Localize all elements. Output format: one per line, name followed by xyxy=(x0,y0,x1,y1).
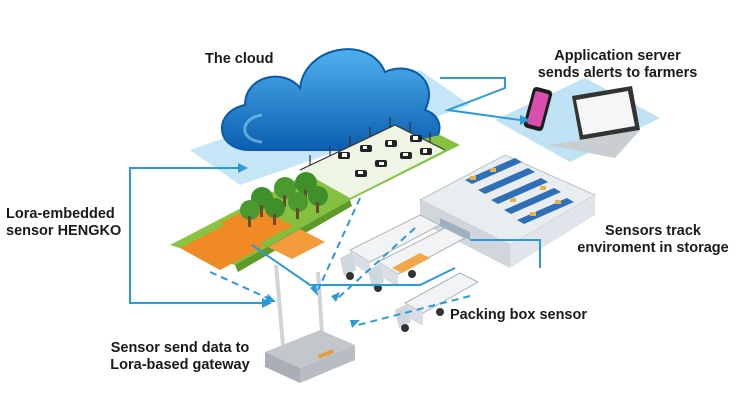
orchard-trees xyxy=(240,172,328,227)
pasture xyxy=(300,125,445,198)
connector-storage-to-gateway xyxy=(337,227,416,299)
smartphone-icon xyxy=(523,87,553,131)
packing-label: Packing box sensor xyxy=(450,307,587,323)
app-server-label-line1: Application server xyxy=(554,48,681,64)
laptop-icon xyxy=(548,86,640,158)
connector-storage-loop xyxy=(251,244,456,286)
lora-sensor-label-line2: sensor HENGKO xyxy=(6,223,122,239)
lora-sensor-label: Lora-embedded sensor HENGKO xyxy=(6,206,121,240)
storage-label-line1: Sensors track xyxy=(605,223,701,239)
connector-packing-to-gateway xyxy=(357,295,471,326)
gateway-label-line1: Sensor send data to xyxy=(110,340,250,356)
storage-label-line2: enviroment in storage xyxy=(577,240,729,256)
connector-field-to-gateway xyxy=(209,271,273,301)
warehouse xyxy=(418,154,597,268)
cloud-icon xyxy=(220,48,441,151)
gateway-label: Sensor send data to Lora-based gateway xyxy=(95,340,265,374)
connector-cloud-to-sensor xyxy=(129,167,262,304)
connectors xyxy=(129,77,541,326)
cloud-label: The cloud xyxy=(205,51,274,67)
connector-storage-right xyxy=(470,239,541,268)
connector-cloud-to-gateway xyxy=(317,197,361,291)
storage-label: Sensors track enviroment in storage xyxy=(563,223,743,257)
connector-arrowheads xyxy=(238,115,530,328)
connector-cloud-to-app xyxy=(440,77,521,121)
lora-sensor-label-line1: Lora-embedded xyxy=(6,206,115,222)
cattle xyxy=(338,135,432,177)
app-server-label-line2: sends alerts to farmers xyxy=(537,65,698,81)
lora-gateway-icon xyxy=(265,264,355,383)
gateway-label-line2: Lora-based gateway xyxy=(110,357,250,373)
fence xyxy=(299,117,446,171)
app-server-label: Application server sends alerts to farme… xyxy=(520,48,715,82)
crop-field xyxy=(180,206,325,270)
